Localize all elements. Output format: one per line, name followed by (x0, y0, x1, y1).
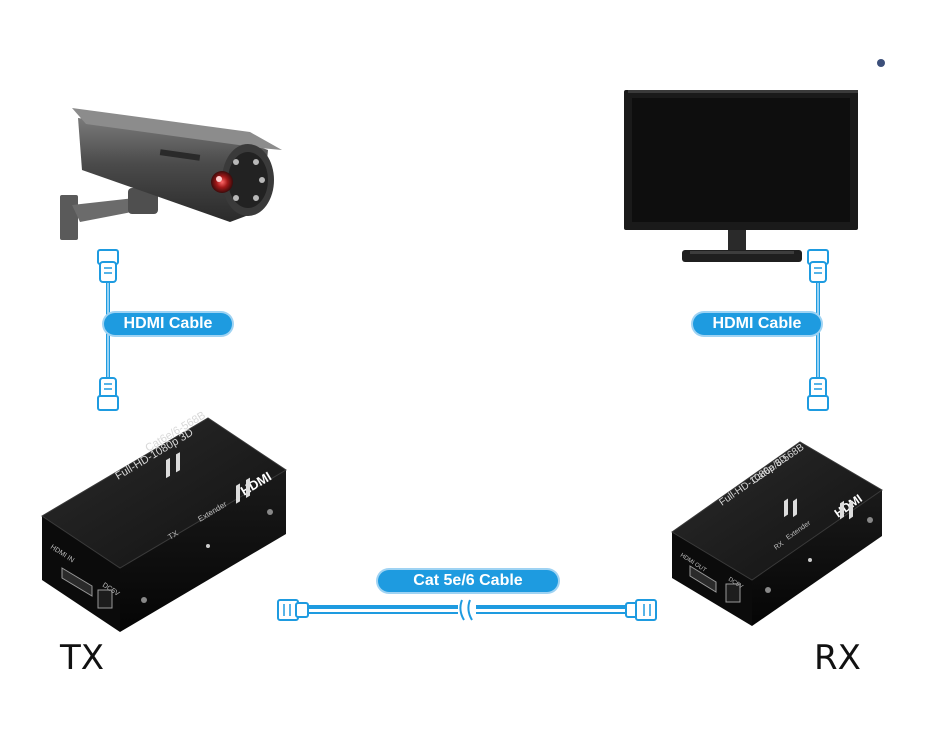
rx-caption: RX (814, 638, 861, 678)
left-hdmi-cable-label: HDMI Cable (104, 313, 232, 335)
speck-dot (877, 59, 885, 67)
dc-port (97, 589, 113, 609)
vent-slot (236, 483, 240, 504)
rj45-plug-icon (277, 599, 309, 621)
network-cable-label: Cat 5e/6 Cable (378, 570, 558, 592)
vent-slot (784, 498, 788, 518)
vent-slot (166, 457, 170, 479)
cable-break-mark (459, 599, 465, 621)
transmitter-box: Cat6e/6-568B Full-HD-1080p 3D HDMI Exten… (41, 409, 287, 632)
dc-port (725, 583, 741, 603)
hdmi-plug-icon (807, 377, 829, 411)
cable-break-mark (467, 599, 473, 621)
vent-slot (840, 500, 844, 520)
hdmi-plug-icon (807, 249, 829, 283)
rx-role-label: RX (773, 540, 785, 552)
network-cable (277, 599, 657, 621)
rj45-plug-icon (625, 599, 657, 621)
security-camera-icon (60, 108, 282, 240)
monitor-icon (624, 90, 858, 262)
receiver-box: Cat6e/6-568B Full-HD-1080p 3D HDMI Exten… (671, 441, 883, 626)
vent-slot (793, 498, 797, 518)
tx-caption: TX (60, 638, 105, 678)
hdmi-plug-icon (97, 249, 119, 283)
vent-slot (246, 477, 250, 498)
hdmi-port (61, 567, 93, 597)
right-hdmi-cable-label: HDMI Cable (693, 313, 821, 335)
hdmi-port (689, 565, 717, 593)
vent-slot (849, 500, 853, 520)
hdmi-plug-icon (97, 377, 119, 411)
vent-slot (176, 452, 180, 473)
right-hdmi-cable (807, 249, 829, 411)
